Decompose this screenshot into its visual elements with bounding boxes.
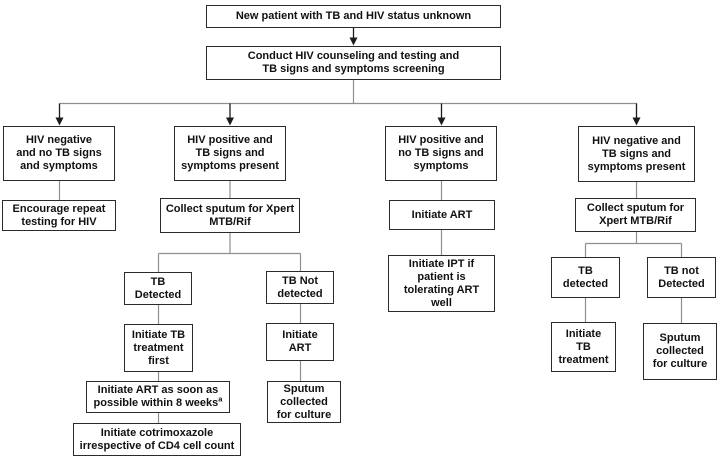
node-initiate-art-sub: Initiate ART xyxy=(266,323,334,361)
node-initiate-art-soon: Initiate ART as soon as possible within … xyxy=(86,381,230,413)
node-hiv-positive-tb: HIV positive and TB signs and symptoms p… xyxy=(174,126,286,181)
node-collect-sputum-right-label: Collect sputum for Xpert MTB/Rif xyxy=(586,202,685,227)
node-sputum-culture-right: Sputum collected for culture xyxy=(643,323,717,380)
node-tb-detected-right: TB detected xyxy=(551,257,620,298)
node-hiv-positive-no-tb-label: HIV positive and no TB signs and symptom… xyxy=(398,134,484,172)
node-conduct-screening-label: Conduct HIV counseling and testing and T… xyxy=(247,50,460,75)
node-new-patient: New patient with TB and HIV status unkno… xyxy=(206,5,501,28)
node-hiv-negative-tb-label: HIV negative and TB signs and symptoms p… xyxy=(587,134,686,173)
node-tb-not-detected-left-label: TB Not detected xyxy=(277,274,323,300)
node-hiv-positive-tb-label: HIV positive and TB signs and symptoms p… xyxy=(181,134,279,172)
node-hiv-positive-no-tb: HIV positive and no TB signs and symptom… xyxy=(385,126,497,181)
node-initiate-cotrimoxazole-label: Initiate cotrimoxazole irrespective of C… xyxy=(79,426,235,452)
node-tb-detected-left-label: TB Detected xyxy=(134,275,182,301)
node-collect-sputum-left: Collect sputum for Xpert MTB/Rif xyxy=(160,198,300,233)
node-initiate-ipt-label: Initiate IPT if patient is tolerating AR… xyxy=(403,257,480,309)
node-sputum-culture-left-label: Sputum collected for culture xyxy=(276,382,332,421)
node-initiate-tb-treatment-right: Initiate TB treatment xyxy=(551,322,616,372)
node-initiate-tb-treatment-first: Initiate TB treatment first xyxy=(124,324,193,372)
node-sputum-culture-left: Sputum collected for culture xyxy=(267,381,341,423)
node-hiv-negative-tb: HIV negative and TB signs and symptoms p… xyxy=(578,126,695,182)
node-initiate-art-sub-label: Initiate ART xyxy=(282,329,318,354)
node-initiate-art-soon-text: Initiate ART as soon as possible within … xyxy=(93,384,219,409)
node-initiate-art-soon-label: Initiate ART as soon as possible within … xyxy=(94,384,223,410)
node-tb-detected-right-label: TB detected xyxy=(562,264,609,290)
node-initiate-art-mid: Initiate ART xyxy=(389,200,495,230)
node-tb-not-detected-left: TB Not detected xyxy=(266,271,334,304)
footnote-marker-a: a xyxy=(218,394,223,404)
node-collect-sputum-right: Collect sputum for Xpert MTB/Rif xyxy=(575,198,696,232)
node-initiate-tb-treatment-right-label: Initiate TB treatment xyxy=(558,327,609,366)
node-hiv-negative-no-tb: HIV negative and no TB signs and symptom… xyxy=(3,126,115,181)
node-conduct-screening: Conduct HIV counseling and testing and T… xyxy=(206,46,501,80)
node-new-patient-label: New patient with TB and HIV status unkno… xyxy=(235,10,472,22)
node-tb-not-detected-right: TB not Detected xyxy=(647,257,716,298)
node-initiate-art-mid-label: Initiate ART xyxy=(411,208,473,221)
node-tb-not-detected-right-label: TB not Detected xyxy=(658,264,705,290)
node-hiv-negative-no-tb-label: HIV negative and no TB signs and symptom… xyxy=(16,134,102,172)
node-initiate-tb-treatment-first-label: Initiate TB treatment first xyxy=(131,328,186,367)
node-tb-detected-left: TB Detected xyxy=(124,272,192,305)
node-collect-sputum-left-label: Collect sputum for Xpert MTB/Rif xyxy=(165,202,295,228)
node-initiate-ipt: Initiate IPT if patient is tolerating AR… xyxy=(388,255,495,312)
node-sputum-culture-right-label: Sputum collected for culture xyxy=(652,332,708,370)
node-encourage-repeat-testing: Encourage repeat testing for HIV xyxy=(2,200,116,231)
node-encourage-repeat-testing-label: Encourage repeat testing for HIV xyxy=(12,202,106,228)
node-initiate-cotrimoxazole: Initiate cotrimoxazole irrespective of C… xyxy=(73,423,241,456)
